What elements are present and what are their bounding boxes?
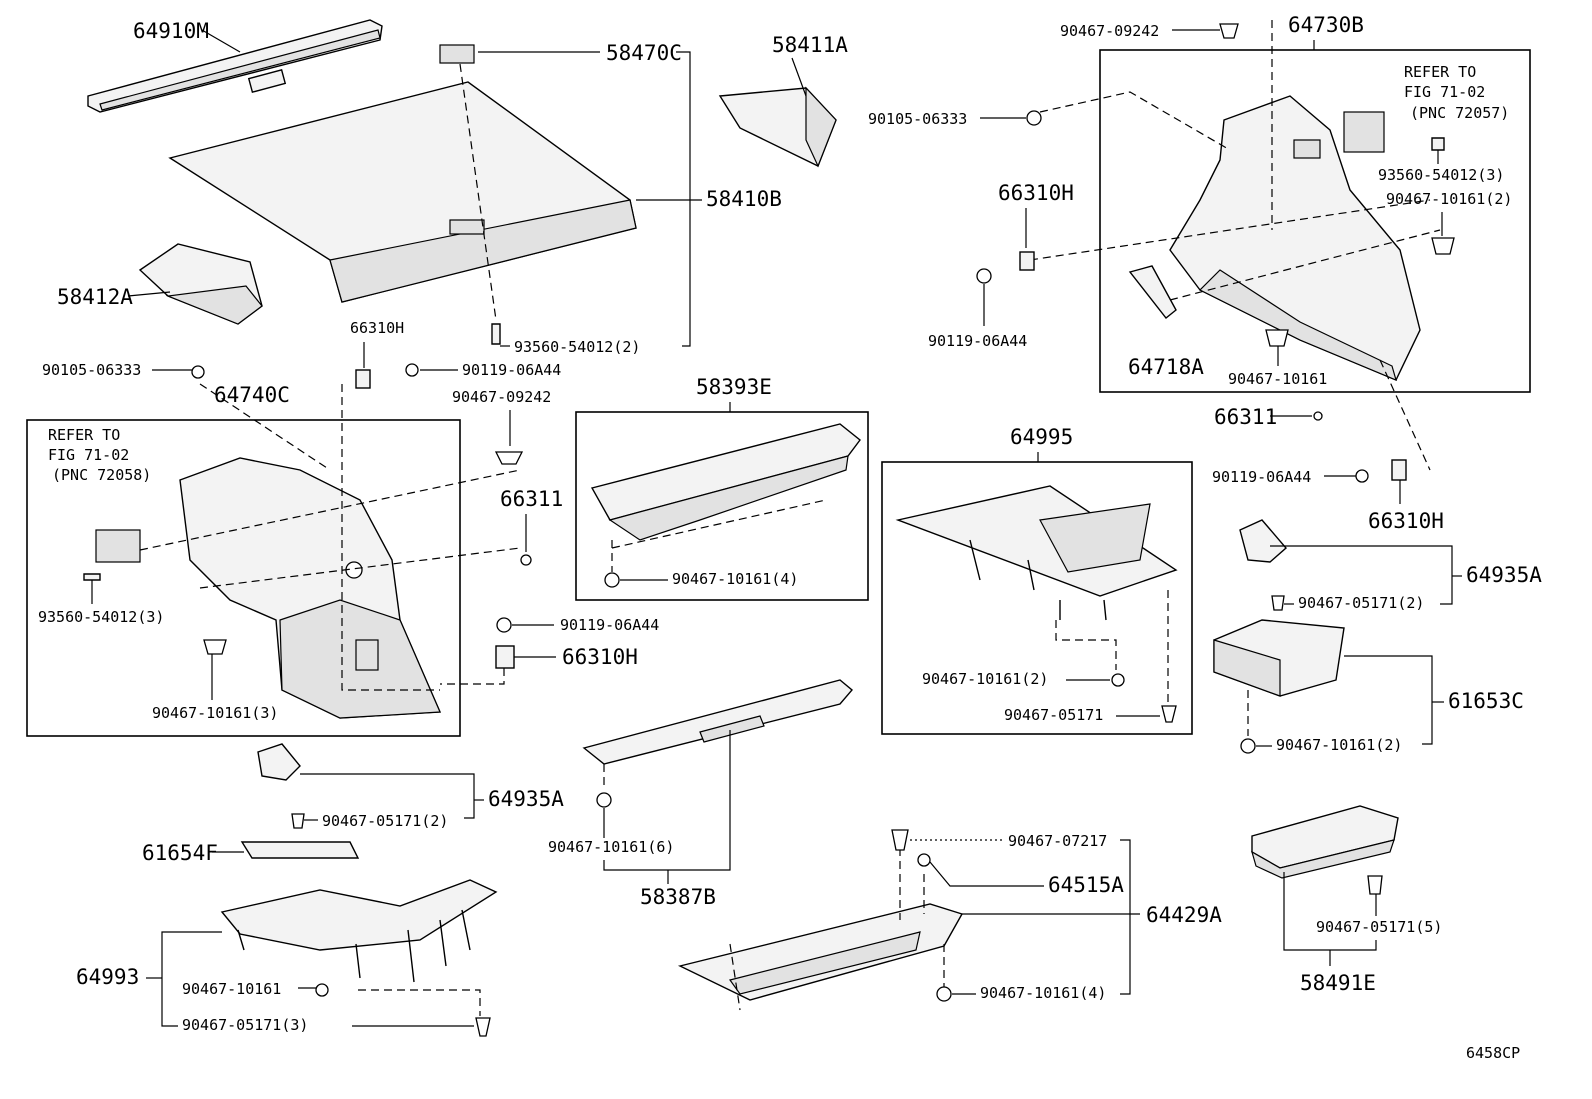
label-64993: 64993 [76, 965, 139, 989]
label-90467-10161-3: 90467-10161(3) [152, 704, 278, 722]
refer-left-line1: REFER TO [48, 426, 120, 444]
side-piece-58411A [718, 86, 837, 168]
label-58412A: 58412A [57, 285, 133, 309]
label-90119-06A44-d: 90119-06A44 [1212, 468, 1311, 486]
label-58491E: 58491E [1300, 971, 1376, 995]
cover-58491E [1251, 805, 1399, 879]
label-90467-10161-a: 90467-10161 [1228, 370, 1327, 388]
refer-right-line3: (PNC 72057) [1410, 104, 1509, 122]
refer-left-line3: (PNC 72058) [52, 466, 151, 484]
label-66310H-b: 66310H [562, 645, 638, 669]
label-66311-b: 66311 [1214, 405, 1277, 429]
bracket-64935A-right [1239, 519, 1287, 563]
label-64995: 64995 [1010, 425, 1073, 449]
label-93560-54012-3-a: 93560-54012(3) [38, 608, 164, 626]
label-90119-06A44-b: 90119-06A44 [560, 616, 659, 634]
figure-code: 6458CP [1466, 1044, 1520, 1062]
label-58410B: 58410B [706, 187, 782, 211]
quarter-trim-right [1169, 95, 1421, 382]
label-90467-10161-4-b: 90467-10161(4) [980, 984, 1106, 1002]
rail-58393E [590, 423, 861, 541]
bracket-72057 [1343, 111, 1385, 153]
label-64910M: 64910M [133, 19, 209, 43]
deck-board-58410B [168, 44, 637, 303]
panel-64718A [1128, 265, 1177, 319]
label-61654F: 61654F [142, 841, 218, 865]
label-90467-09242-b: 90467-09242 [1060, 22, 1159, 40]
refer-left-line2: FIG 71-02 [48, 446, 129, 464]
label-90467-10161-2-a: 90467-10161(2) [1386, 190, 1512, 208]
group-box-58393E [575, 411, 869, 601]
tonneau-cover-64910M [87, 19, 383, 113]
label-64935A-a: 64935A [1466, 563, 1542, 587]
label-90105-06333-a: 90105-06333 [42, 361, 141, 379]
label-90467-05171-2-a: 90467-05171(2) [1298, 594, 1424, 612]
label-90467-10161-2-c: 90467-10161(2) [1276, 736, 1402, 754]
label-64935A-b: 64935A [488, 787, 564, 811]
label-93560-54012-3-b: 93560-54012(3) [1378, 166, 1504, 184]
label-90467-10161-4-a: 90467-10161(4) [672, 570, 798, 588]
label-58393E: 58393E [696, 375, 772, 399]
label-58470C: 58470C [606, 41, 682, 65]
label-90467-09242-a: 90467-09242 [452, 388, 551, 406]
group-box-64995 [881, 461, 1193, 735]
scuff-plate-58387B [582, 679, 853, 765]
group-box-64730B [1099, 49, 1531, 393]
label-90467-05171-5: 90467-05171(5) [1316, 918, 1442, 936]
label-90467-10161-b: 90467-10161 [182, 980, 281, 998]
label-90467-05171-2-b: 90467-05171(2) [322, 812, 448, 830]
label-64429A: 64429A [1146, 903, 1222, 927]
label-93560-54012-2: 93560-54012(2) [514, 338, 640, 356]
label-64718A: 64718A [1128, 355, 1204, 379]
label-90119-06A44-c: 90119-06A44 [928, 332, 1027, 350]
label-90467-05171-a: 90467-05171 [1004, 706, 1103, 724]
label-90105-06333-b: 90105-06333 [868, 110, 967, 128]
tray-64993 [220, 879, 498, 983]
bracket-64935A-left [257, 743, 301, 781]
label-90119-06A44-a: 90119-06A44 [462, 361, 561, 379]
label-61653C: 61653C [1448, 689, 1524, 713]
group-box-64740C [26, 419, 461, 737]
label-64515A: 64515A [1048, 873, 1124, 897]
label-90467-10161-2-b: 90467-10161(2) [922, 670, 1048, 688]
panel-64429A [677, 903, 964, 1001]
label-90467-10161-6: 90467-10161(6) [548, 838, 674, 856]
label-64730B: 64730B [1288, 13, 1364, 37]
label-58387B: 58387B [640, 885, 716, 909]
label-90467-05171-3: 90467-05171(3) [182, 1016, 308, 1034]
label-64740C: 64740C [214, 383, 290, 407]
plate-61654F [240, 841, 360, 859]
refer-right-line2: FIG 71-02 [1404, 83, 1485, 101]
label-66311-a: 66311 [500, 487, 563, 511]
tray-64995 [895, 485, 1178, 621]
side-piece-58412A [138, 243, 263, 325]
box-61653C [1213, 619, 1345, 697]
quarter-trim-left [179, 457, 442, 719]
label-66310H-c: 66310H [998, 181, 1074, 205]
bracket-72058 [95, 529, 141, 563]
label-90467-07217: 90467-07217 [1008, 832, 1107, 850]
label-66310H-a: 66310H [350, 319, 404, 337]
refer-right-line1: REFER TO [1404, 63, 1476, 81]
label-58411A: 58411A [772, 33, 848, 57]
label-66310H-d: 66310H [1368, 509, 1444, 533]
